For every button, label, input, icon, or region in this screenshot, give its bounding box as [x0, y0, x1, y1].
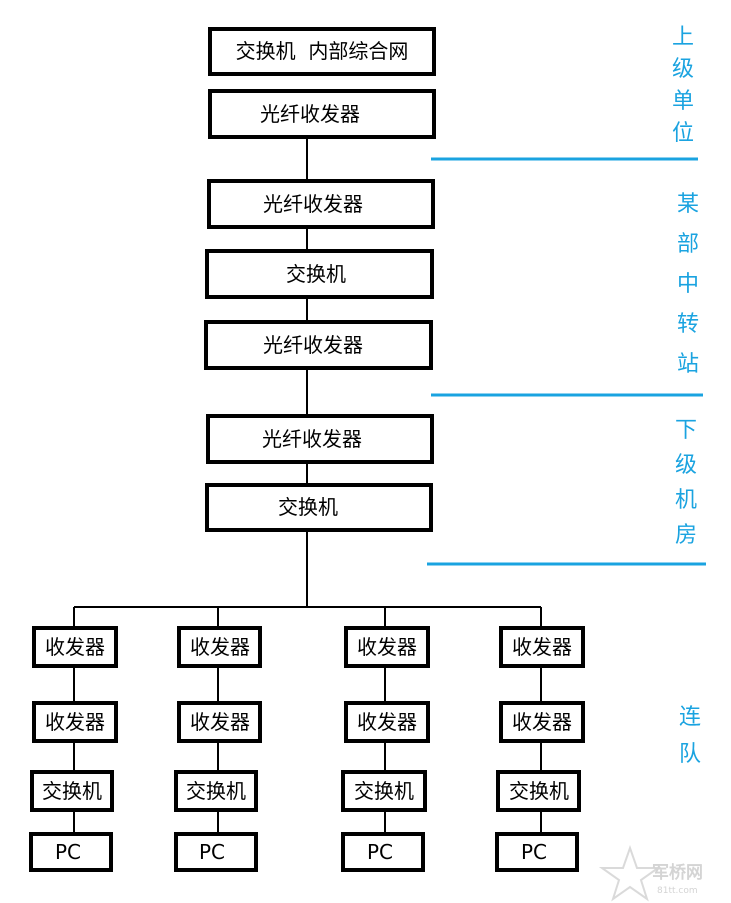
section-label-char: 机	[675, 488, 697, 513]
box-mid-fiber-1: 光纤收发器	[207, 179, 435, 229]
svg-text:收发器: 收发器	[357, 635, 417, 659]
transceiver-box: 收发器	[344, 701, 430, 743]
transceiver-box: 收发器	[177, 626, 262, 668]
watermark-site: 军桥网	[652, 863, 703, 883]
svg-text:收发器: 收发器	[45, 710, 105, 734]
box-top-fiber: 光纤收发器	[208, 89, 436, 139]
box-low-switch: 交换机	[205, 483, 433, 532]
svg-text:交换机 内部综合网: 交换机 内部综合网	[236, 39, 409, 63]
pc-box: PC	[341, 832, 425, 872]
svg-text:交换机: 交换机	[354, 779, 414, 803]
pc-box: PC	[174, 832, 258, 872]
transceiver-box: 收发器	[32, 701, 118, 743]
svg-text:光纤收发器: 光纤收发器	[262, 427, 362, 451]
watermark: 军桥网 81tt.com	[598, 844, 703, 902]
branch-col-2: 收发器 收发器 交换机 PC	[174, 626, 262, 872]
section-label-char: 上	[672, 25, 694, 50]
section-label-char: 队	[679, 742, 701, 767]
section-label-char: 级	[675, 453, 697, 478]
svg-text:交换机: 交换机	[509, 779, 569, 803]
transceiver-box: 收发器	[499, 701, 585, 743]
section-label-company: 连队	[679, 705, 701, 767]
svg-text:收发器: 收发器	[190, 710, 250, 734]
section-label-char: 部	[677, 232, 699, 257]
section-label-char: 转	[677, 312, 699, 337]
branch-col-4: 收发器 收发器 交换机 PC	[495, 626, 585, 872]
svg-text:光纤收发器: 光纤收发器	[260, 102, 360, 126]
section-label-char: 位	[672, 121, 694, 146]
branch-col-1: 收发器 收发器 交换机 PC	[29, 626, 118, 872]
box-low-fiber: 光纤收发器	[206, 414, 434, 464]
section-label-middle: 某部中转站	[677, 192, 699, 377]
svg-text:交换机: 交换机	[278, 495, 338, 519]
section-label-char: 某	[677, 192, 699, 217]
svg-text:交换机: 交换机	[186, 779, 246, 803]
section-label-char: 级	[672, 57, 694, 82]
svg-text:收发器: 收发器	[512, 710, 572, 734]
section-label-char: 下	[675, 418, 697, 443]
section-label-char: 房	[675, 523, 697, 548]
transceiver-box: 收发器	[499, 626, 585, 668]
branch-col-3: 收发器 收发器 交换机 PC	[341, 626, 430, 872]
switch-box: 交换机	[341, 770, 427, 812]
pc-box: PC	[29, 832, 113, 872]
switch-box: 交换机	[496, 770, 581, 812]
box-mid-fiber-2: 光纤收发器	[204, 320, 433, 370]
svg-text:收发器: 收发器	[512, 635, 572, 659]
svg-text:收发器: 收发器	[190, 635, 250, 659]
svg-text:PC: PC	[521, 840, 547, 864]
section-label-char: 中	[677, 272, 699, 297]
box-mid-switch: 交换机	[205, 249, 434, 299]
switch-box: 交换机	[174, 770, 258, 812]
section-label-char: 站	[677, 352, 699, 377]
svg-text:PC: PC	[199, 840, 225, 864]
section-label-char: 连	[679, 705, 701, 730]
svg-text:光纤收发器: 光纤收发器	[263, 192, 363, 216]
watermark-url: 81tt.com	[657, 886, 698, 896]
transceiver-box: 收发器	[177, 701, 262, 743]
box-top-switch: 交换机 内部综合网	[208, 27, 436, 76]
svg-text:光纤收发器: 光纤收发器	[263, 333, 363, 357]
switch-box: 交换机	[30, 770, 114, 812]
transceiver-box: 收发器	[32, 626, 118, 668]
section-label-upper: 上级单位	[672, 25, 694, 146]
svg-text:收发器: 收发器	[357, 710, 417, 734]
transceiver-box: 收发器	[344, 626, 430, 668]
svg-text:交换机: 交换机	[42, 779, 102, 803]
pc-box: PC	[495, 832, 579, 872]
connectors	[73, 137, 542, 834]
section-label-char: 单	[672, 89, 694, 114]
svg-text:PC: PC	[367, 840, 393, 864]
star-logo-icon	[598, 844, 662, 902]
svg-text:交换机: 交换机	[286, 262, 346, 286]
svg-text:PC: PC	[55, 840, 81, 864]
svg-text:收发器: 收发器	[45, 635, 105, 659]
section-label-lower: 下级机房	[675, 418, 697, 548]
